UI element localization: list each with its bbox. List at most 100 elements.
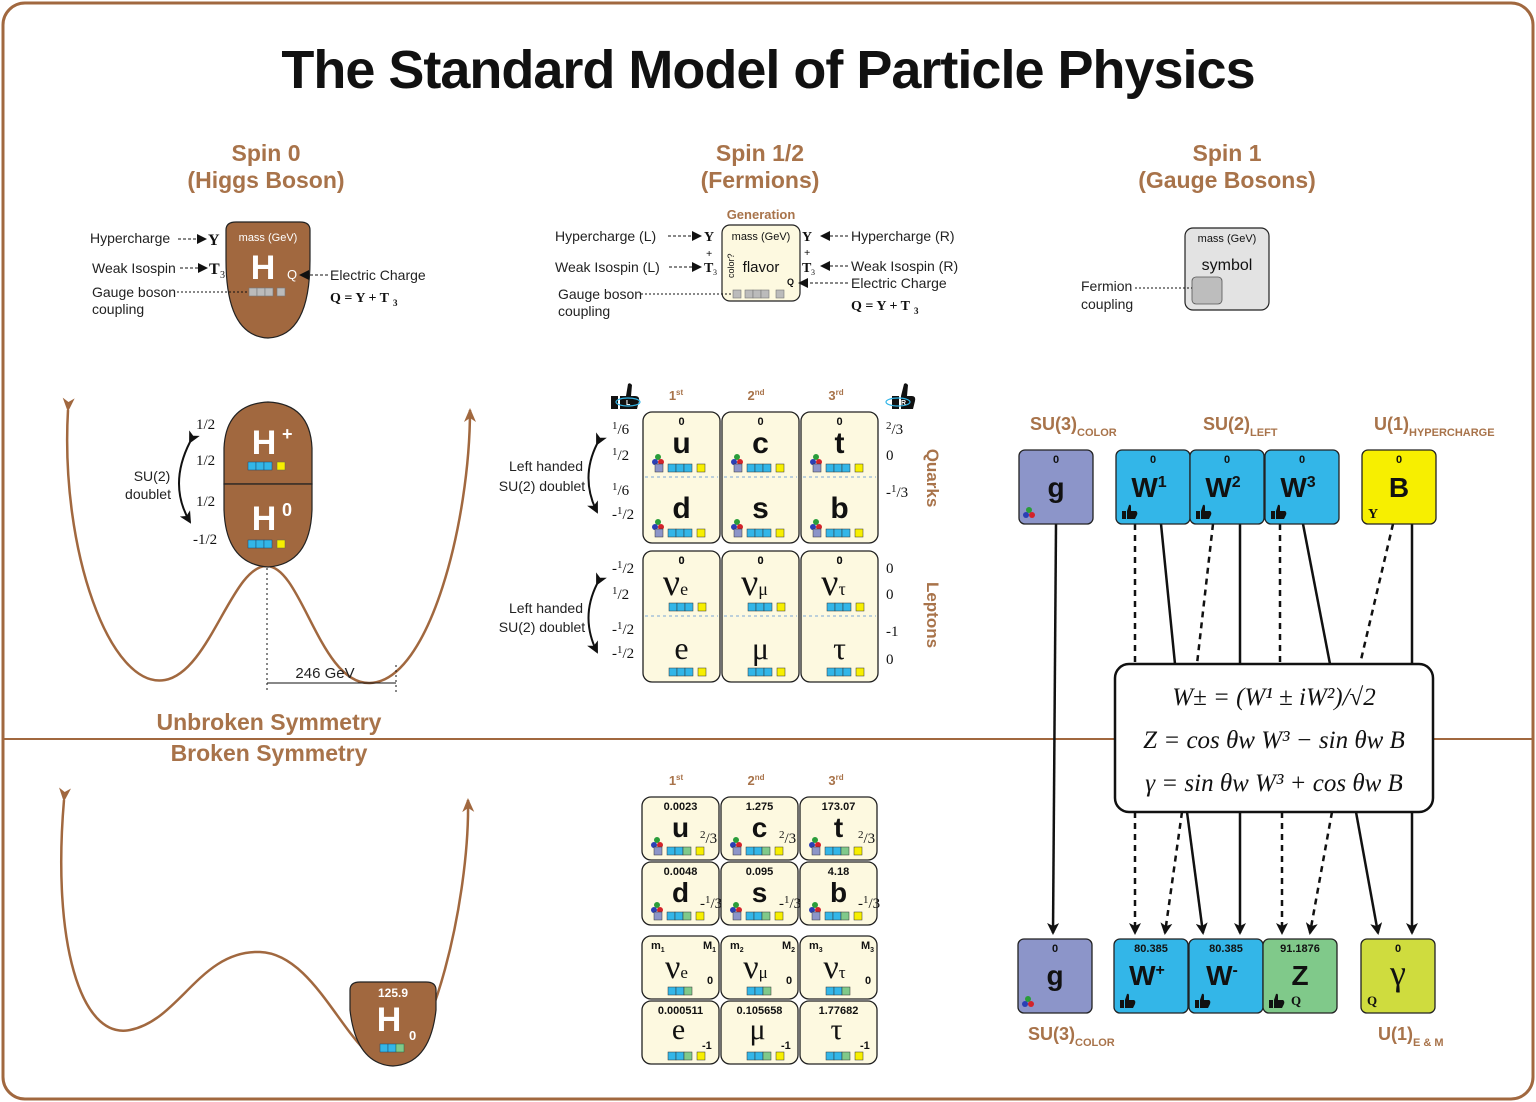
fermion-legend-mass: mass (GeV) — [732, 231, 791, 243]
lepton-symbol-e: e — [674, 630, 688, 666]
coupling-square — [834, 602, 844, 612]
svg-text:+: + — [706, 248, 712, 260]
lepton-symbol-τ: τ — [833, 630, 846, 666]
svg-text:3: 3 — [393, 298, 398, 308]
lepton-symbol-e: e — [672, 1013, 685, 1046]
svg-text:3: 3 — [914, 306, 919, 316]
coupling-square — [833, 463, 843, 473]
fermion-legend-electric-charge: Electric Charge — [851, 275, 947, 291]
coupling-square — [695, 911, 705, 921]
fermion-legend-coupling-squares — [732, 289, 785, 299]
color-dot — [813, 454, 819, 460]
quark-charge-u: 2/3 — [700, 829, 717, 847]
h-plus-symbol: H — [252, 424, 277, 462]
color-dot — [733, 902, 739, 908]
generation-label-3: 3rd — [828, 773, 843, 788]
svg-text:R: R — [901, 400, 906, 407]
coupling-square — [762, 528, 772, 538]
coupling-square — [840, 911, 850, 921]
gauge-symbol-B: B — [1389, 472, 1409, 503]
coupling-square — [676, 602, 686, 612]
coupling-square — [824, 911, 834, 921]
spin0-subheader: (Higgs Boson) — [187, 167, 344, 193]
color-dot — [810, 524, 816, 530]
neutrino-card-τ — [799, 935, 878, 1000]
higgs-legend-shape — [225, 221, 311, 339]
gauge-mass: 0 — [1150, 454, 1156, 466]
mixing-line — [1354, 811, 1383, 935]
equation-w: W± = (W¹ ± iW²)/√2 — [1172, 684, 1376, 711]
coupling-square — [653, 846, 663, 856]
higgs-legend-symbol: H — [251, 249, 276, 287]
u1-hypercharge-label: U(1)HYPERCHARGE — [1374, 414, 1495, 439]
gauge-mass: 0 — [1224, 454, 1230, 466]
coupling-square — [668, 602, 678, 612]
svg-text:3: 3 — [220, 270, 225, 281]
higgs-broken-sub: 0 — [409, 1028, 416, 1043]
fermion-symbol-s: s — [752, 492, 769, 525]
left-hand-icon — [1196, 504, 1212, 519]
quark-mass-s: 0.095 — [746, 866, 774, 878]
quarks-label: Quarks — [923, 449, 942, 508]
right-hypercharge: 2/3 — [886, 420, 903, 438]
coupling-square — [667, 986, 677, 996]
color-dot — [736, 907, 742, 913]
left-isospin: 1/2 — [612, 585, 629, 603]
coupling-square — [733, 528, 743, 538]
higgs-broken-card: 125.9 H 0 — [349, 981, 437, 1067]
color-dot — [731, 459, 737, 465]
lepton-charge-e: -1 — [702, 1040, 712, 1052]
higgs-doublet-label: doublet — [125, 486, 171, 502]
right-hypercharge-2: 0 — [886, 652, 894, 668]
color-dot — [737, 524, 743, 530]
coupling-square — [840, 846, 850, 856]
left-hand-icon — [1120, 993, 1136, 1008]
coupling-square — [842, 667, 852, 677]
coupling-square — [763, 602, 773, 612]
coupling-square — [761, 846, 771, 856]
color-dot — [736, 842, 742, 848]
color-dot — [1029, 512, 1035, 518]
left-hand-icon — [1195, 993, 1211, 1008]
color-dot — [1023, 512, 1029, 518]
quark-symbol-s: s — [752, 877, 768, 908]
coupling-square — [746, 528, 756, 538]
fermion-legend-flavor: flavor — [743, 259, 780, 276]
left-isospin: -1/2 — [612, 644, 634, 662]
coupling-square — [684, 602, 694, 612]
coupling-square — [695, 846, 705, 856]
quark-symbol-u: u — [672, 812, 689, 843]
su2-left-label: SU(2)LEFT — [1203, 414, 1278, 439]
mixing-line — [1185, 811, 1208, 935]
higgs-broken-symbol: H — [377, 1001, 402, 1039]
coupling-square — [667, 528, 677, 538]
coupling-square — [683, 463, 693, 473]
color-dot — [730, 907, 736, 913]
coupling-square — [825, 1051, 835, 1061]
fermion-legend-isospin-r: Weak Isospin (R) — [851, 258, 958, 274]
leptons-su2-doublet: SU(2) doublet — [499, 619, 585, 635]
color-dot — [812, 837, 818, 843]
color-dot — [657, 842, 663, 848]
gauge-broken-mass: 80.385 — [1134, 943, 1168, 955]
higgs-legend-formula: Q = Y + T — [330, 291, 390, 306]
su3-color-bottom: SU(3)COLOR — [1028, 1024, 1115, 1049]
fermion-legend-q: Q — [787, 277, 794, 287]
higgs-legend-y: Y — [208, 232, 220, 249]
mixing-line — [1159, 523, 1177, 665]
h-zero-card — [223, 483, 313, 568]
coupling-square — [855, 602, 865, 612]
fermion-symbol-c: c — [752, 427, 769, 460]
coupling-square — [675, 528, 685, 538]
generation-label-2: 2nd — [747, 388, 764, 403]
coupling-square — [675, 1051, 685, 1061]
gauge-broken-mass: 0 — [1052, 943, 1058, 955]
coupling-square — [841, 1051, 851, 1061]
coupling-square — [747, 667, 757, 677]
mixing-line — [1301, 523, 1332, 665]
fermion-legend-coupling: coupling — [558, 303, 610, 319]
fermion-legend-hypercharge-l: Hypercharge (L) — [555, 228, 656, 244]
coupling-square — [834, 667, 844, 677]
neutrino-charge: 0 — [865, 975, 871, 987]
